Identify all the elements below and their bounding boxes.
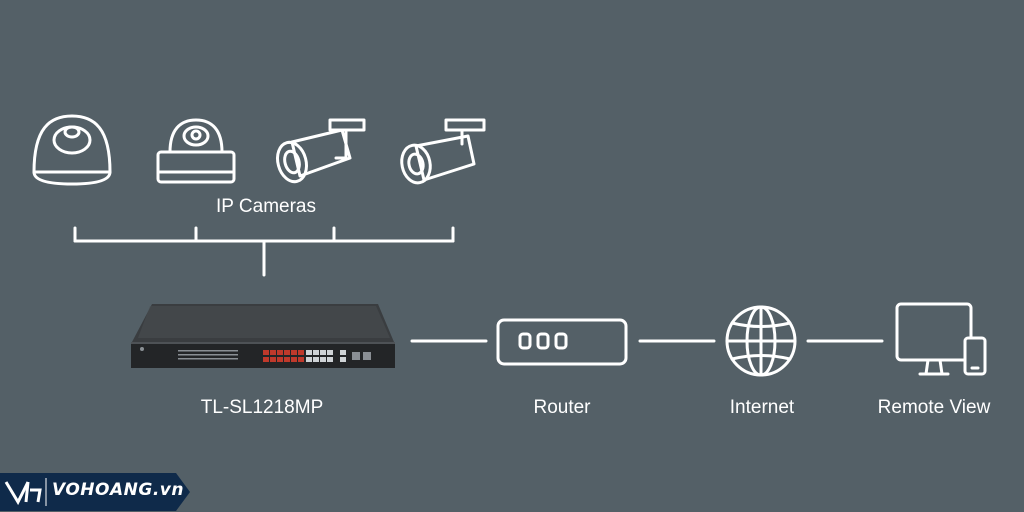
router-label: Router — [533, 397, 591, 418]
dome-camera-icon — [156, 118, 236, 184]
dome-camera-icon — [32, 114, 112, 186]
switch-device — [131, 304, 395, 368]
bullet-camera-icon — [400, 118, 486, 185]
watermark-text: VOHOANG.vn — [52, 480, 184, 500]
watermark-badge — [0, 473, 190, 511]
internet-label: Internet — [729, 397, 795, 418]
bullet-camera-icon — [276, 118, 366, 184]
cameras-label: IP Cameras — [216, 196, 316, 217]
camera-bracket-line — [73, 226, 455, 277]
remote-view-label: Remote View — [877, 397, 991, 418]
switch-label: TL-SL1218MP — [200, 397, 324, 418]
router-icon — [496, 318, 628, 366]
globe-icon — [725, 305, 797, 377]
monitor-phone-icon — [895, 302, 987, 376]
